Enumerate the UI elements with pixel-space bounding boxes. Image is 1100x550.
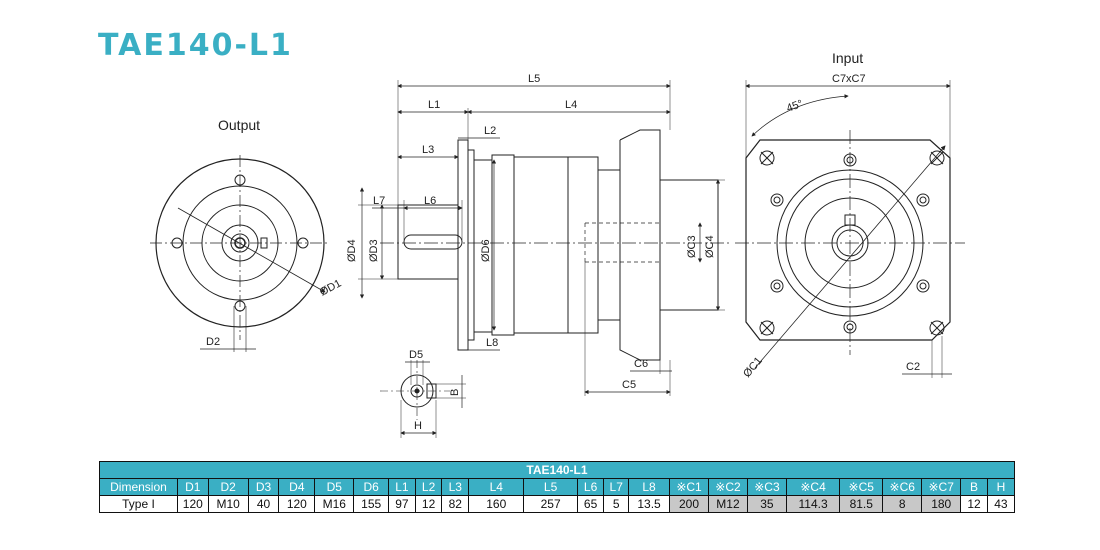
side-view (358, 80, 730, 396)
c2-label: C2 (906, 361, 920, 373)
l7-label: L7 (373, 195, 385, 207)
header-cell: B (960, 478, 988, 496)
table-cell: 257 (523, 495, 578, 513)
header-cell: L8 (628, 478, 671, 496)
header-cell: H (986, 478, 1016, 496)
header-cell: ※C4 (785, 478, 841, 496)
table-cell: 81.5 (839, 495, 884, 513)
table-cell: 180 (921, 495, 962, 513)
table-cell: 82 (441, 495, 470, 513)
c7-label: C7xC7 (832, 73, 866, 85)
output-view: Output (150, 117, 330, 352)
header-cell: L2 (414, 478, 443, 496)
header-cell: L6 (576, 478, 605, 496)
l4-label: L4 (565, 99, 577, 111)
l5-label: L5 (528, 73, 540, 85)
c3-label: ØC3 (686, 235, 698, 258)
table-cell: Type I (99, 495, 178, 513)
header-cell: L3 (441, 478, 470, 496)
l1-label: L1 (428, 99, 440, 111)
header-cell: D1 (176, 478, 209, 496)
header-cell: ※C5 (839, 478, 884, 496)
table-cell: 12 (414, 495, 443, 513)
table-cell: 65 (576, 495, 605, 513)
header-cell: D2 (207, 478, 249, 496)
spec-table: TAE140-L1 Dimension D1 D2 D3 D4 D5 D6 L1… (99, 461, 1016, 513)
table-cell: 114.3 (785, 495, 841, 513)
table-cell: 35 (746, 495, 787, 513)
c4-label: ØC4 (704, 235, 716, 258)
table-cell: 5 (603, 495, 630, 513)
table-cell: 40 (247, 495, 280, 513)
d3-label: ØD3 (368, 239, 380, 262)
header-cell: D5 (314, 478, 355, 496)
angle-label: 45° (785, 98, 805, 115)
table-header-row: Dimension D1 D2 D3 D4 D5 D6 L1 L2 L3 L4 … (99, 478, 1016, 496)
c1-label: ØC1 (741, 355, 765, 380)
table-row: Type I 120 M10 40 120 M16 155 97 12 82 1… (99, 495, 1016, 513)
d6-label: ØD6 (480, 239, 492, 262)
table-cell: 120 (278, 495, 316, 513)
header-cell: ※C7 (921, 478, 962, 496)
b-label: B (449, 389, 461, 396)
d2-label: D2 (206, 336, 220, 348)
l2-label: L2 (484, 125, 496, 137)
input-view: Input (735, 50, 965, 378)
l6-label: L6 (424, 195, 436, 207)
header-cell: D4 (278, 478, 316, 496)
d1-label: ØD1 (318, 277, 344, 298)
table-cell: 13.5 (628, 495, 671, 513)
header-cell: ※C3 (746, 478, 787, 496)
header-cell: L7 (603, 478, 630, 496)
table-cell: 120 (176, 495, 209, 513)
table-cell: 43 (986, 495, 1016, 513)
technical-drawing: Output ØD1 D2 (150, 50, 965, 438)
header-cell: L1 (388, 478, 416, 496)
l8-label: L8 (486, 337, 498, 349)
header-cell: L5 (523, 478, 578, 496)
table-cell: 200 (669, 495, 709, 513)
table-cell: 97 (388, 495, 416, 513)
c5-label: C5 (622, 379, 636, 391)
output-label: Output (218, 117, 260, 133)
key-detail (380, 360, 466, 438)
header-cell: D3 (247, 478, 280, 496)
d5-label: D5 (409, 349, 423, 361)
h-label: H (414, 420, 422, 432)
header-cell: ※C6 (882, 478, 923, 496)
l3-label: L3 (422, 144, 434, 156)
header-cell: ※C2 (708, 478, 748, 496)
table-cell: M10 (207, 495, 249, 513)
table-cell: 8 (882, 495, 923, 513)
header-cell: D6 (353, 478, 390, 496)
c6-label: C6 (634, 358, 648, 370)
header-cell: Dimension (99, 478, 178, 496)
table-caption: TAE140-L1 (99, 461, 1015, 479)
table-cell: 12 (960, 495, 988, 513)
table-cell: M12 (708, 495, 748, 513)
input-label: Input (832, 50, 863, 66)
d4-label: ØD4 (346, 239, 358, 262)
header-cell: L4 (468, 478, 525, 496)
header-cell: ※C1 (669, 478, 709, 496)
table-cell: M16 (314, 495, 355, 513)
page-title: TAE140-L1 (98, 28, 293, 63)
table-cell: 155 (353, 495, 390, 513)
table-cell: 160 (468, 495, 525, 513)
